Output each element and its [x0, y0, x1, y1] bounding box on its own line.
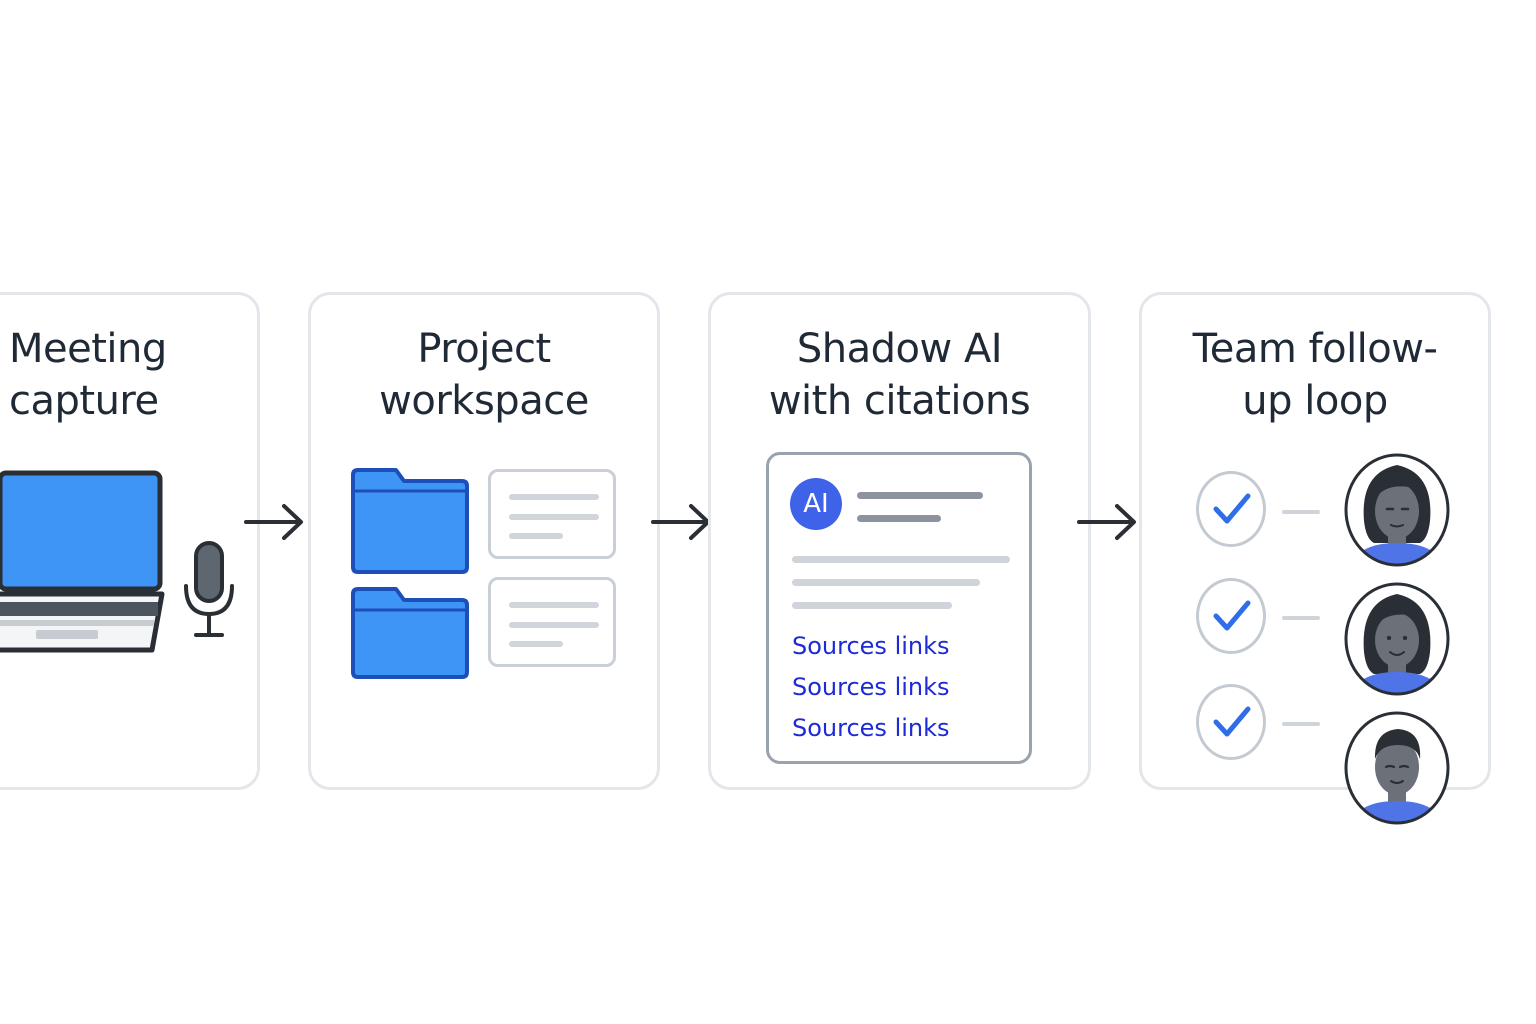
checkmark-icon — [1196, 684, 1266, 760]
checkmark-icon — [1196, 471, 1266, 547]
source-link[interactable]: Sources links — [792, 714, 950, 742]
ai-badge-icon: AI — [790, 478, 842, 530]
checkmark-icon — [1196, 578, 1266, 654]
arrow-right-icon — [244, 502, 306, 542]
step-title: Shadow AI with citations — [768, 326, 1031, 424]
microphone-icon — [182, 540, 236, 640]
person-avatar-icon — [1342, 709, 1452, 827]
source-link[interactable]: Sources links — [792, 632, 950, 660]
person-avatar-icon — [1342, 451, 1452, 569]
connector-dash — [1282, 510, 1320, 514]
step-title: Team follow- up loop — [1192, 326, 1438, 424]
connector-dash — [1282, 722, 1320, 726]
step-title: Meeting capture — [9, 326, 167, 424]
arrow-right-icon — [651, 502, 713, 542]
laptop-icon — [0, 470, 175, 660]
folder-icon — [350, 467, 470, 575]
step-title: Project workspace — [379, 326, 589, 424]
person-avatar-icon — [1342, 580, 1452, 698]
arrow-right-icon — [1077, 502, 1139, 542]
document-icon — [488, 469, 616, 559]
folder-icon — [350, 586, 470, 694]
source-link[interactable]: Sources links — [792, 673, 950, 701]
ai-answer-panel: AI Sources links Sources links Sources l… — [766, 452, 1032, 764]
document-icon — [488, 577, 616, 667]
connector-dash — [1282, 616, 1320, 620]
